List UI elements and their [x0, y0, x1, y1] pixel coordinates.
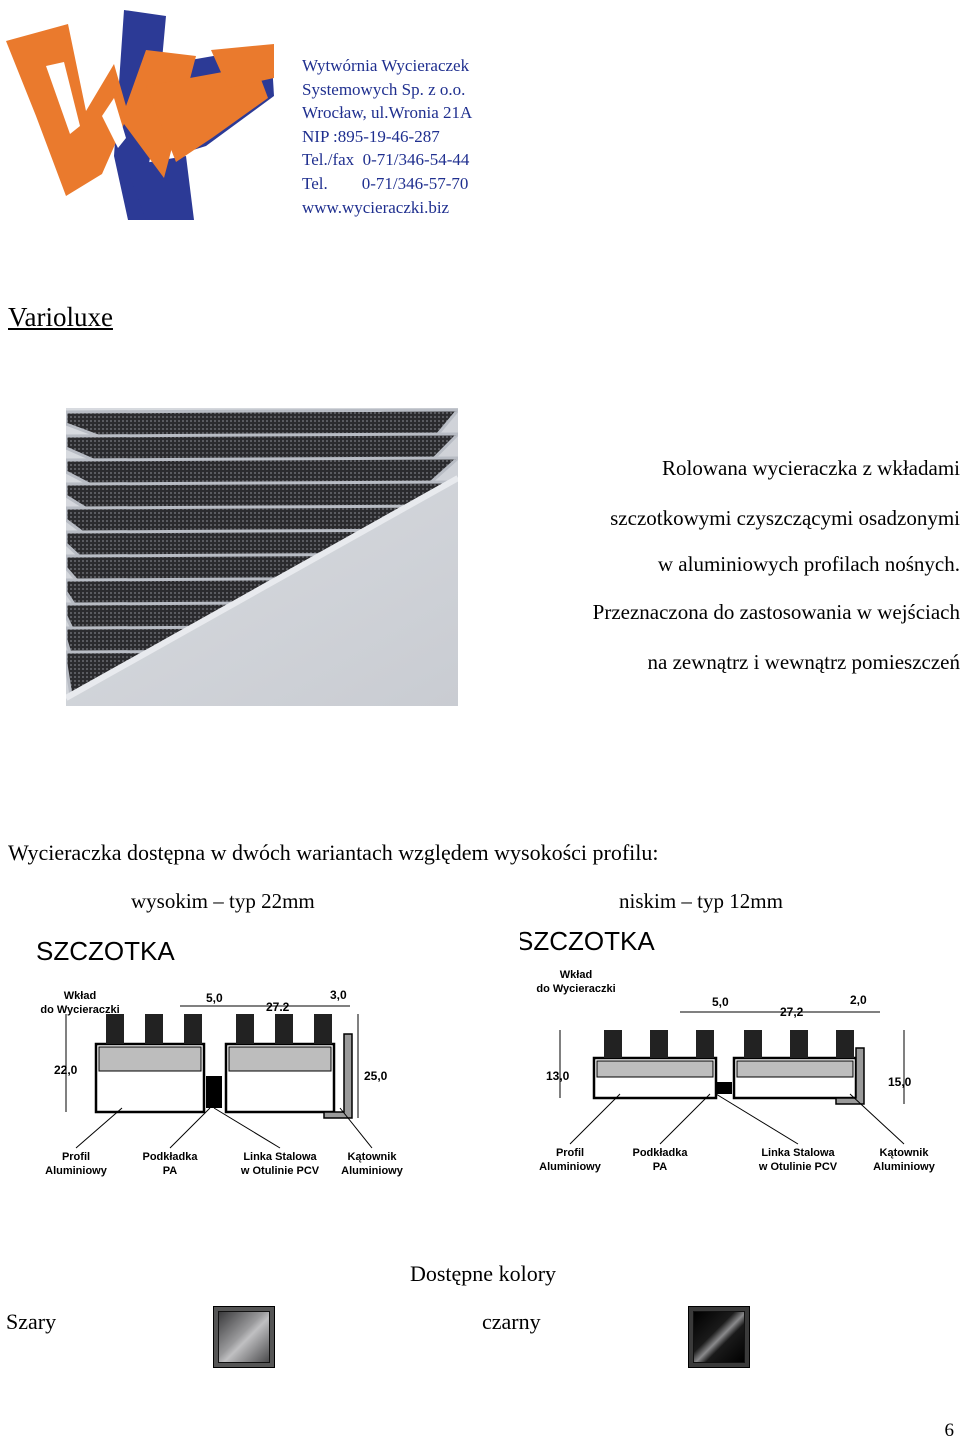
diagram-heading: SZCZOTKA — [36, 936, 175, 966]
dimension-height-left: 13,0 — [546, 1069, 570, 1083]
angle-profile — [835, 1047, 865, 1105]
part-label: Profil — [62, 1151, 90, 1163]
brush-tuft — [314, 1014, 332, 1044]
cable-block — [716, 1082, 732, 1094]
brush-tuft — [650, 1030, 668, 1058]
description-line: w aluminiowych profilach nośnych. — [657, 552, 960, 576]
product-title: Varioluxe — [8, 302, 113, 332]
mat-edge-profile — [66, 475, 458, 701]
variant-low-label: niskim – typ 12mm — [619, 889, 783, 913]
insert-base — [228, 1046, 332, 1072]
part-label: Kątownik — [880, 1147, 930, 1159]
dimension-edge: 2,0 — [850, 993, 867, 1007]
leader-line — [715, 1093, 799, 1145]
dimension-edge: 3,0 — [330, 988, 347, 1002]
company-address: Wytwórnia Wycieraczek Systemowych Sp. z … — [302, 54, 472, 219]
company-logo — [6, 10, 274, 220]
diagram-heading: SZCZOTKA — [520, 926, 655, 956]
part-label: w Otulinie PCV — [758, 1161, 838, 1173]
product-photo — [66, 408, 458, 706]
brush-tuft — [275, 1014, 293, 1044]
part-label: Linka Stalowa — [761, 1147, 835, 1159]
company-line: Wrocław, ul.Wronia 21A — [302, 103, 473, 123]
variants-intro: Wycieraczka dostępna w dwóch wariantach … — [8, 840, 659, 865]
insert-label: do Wycieraczki — [536, 983, 615, 995]
brush-tuft — [790, 1030, 808, 1058]
dimension-height-right: 15,0 — [888, 1075, 912, 1089]
color-black-swatch — [688, 1306, 750, 1368]
insert-base — [98, 1046, 202, 1072]
company-line: NIP :895-19-46-287 — [302, 126, 440, 146]
dimension-pitch: 27.2 — [266, 1000, 290, 1014]
brush-tuft — [184, 1014, 202, 1044]
mat-rails — [66, 408, 458, 706]
brush-tuft — [145, 1014, 163, 1044]
description-line: Przeznaczona do zastosowania w wejściach — [592, 600, 960, 624]
part-label: PA — [653, 1161, 668, 1173]
brush-tuft — [696, 1030, 714, 1058]
description-line: na zewnątrz i wewnątrz pomieszczeń — [647, 650, 960, 674]
page-number: 6 — [944, 1420, 955, 1441]
brush-tuft — [236, 1014, 254, 1044]
dimension-gap: 5,0 — [206, 991, 223, 1005]
part-label: Profil — [556, 1147, 584, 1159]
description-line: Rolowana wycieraczka z wkładami — [662, 456, 960, 480]
insert-base — [596, 1060, 714, 1078]
brush-tuft — [106, 1014, 124, 1044]
insert-base — [736, 1060, 854, 1078]
part-label: Kątownik — [348, 1151, 398, 1163]
leader-line — [849, 1093, 905, 1145]
insert-label: Wkład — [560, 969, 592, 981]
angle-profile — [323, 1033, 353, 1119]
company-website[interactable]: www.wycieraczki.biz — [302, 197, 450, 217]
leader-line — [659, 1093, 711, 1145]
part-label: PA — [163, 1165, 178, 1177]
part-label: Podkładka — [632, 1147, 688, 1159]
part-label: Aluminiowy — [539, 1161, 602, 1173]
insert-label: Wkład — [64, 990, 96, 1002]
leader-line — [213, 1107, 281, 1149]
insert-label: do Wycieraczki — [40, 1004, 119, 1016]
part-label: Aluminiowy — [45, 1165, 108, 1177]
part-label: Linka Stalowa — [243, 1151, 317, 1163]
cable-block — [206, 1076, 222, 1108]
leader-line — [169, 1107, 211, 1149]
company-line: Tel. 0-71/346-57-70 — [302, 173, 469, 193]
color-grey-label: Szary — [6, 1309, 57, 1334]
brush-tuft — [836, 1030, 854, 1058]
color-grey-swatch — [213, 1306, 275, 1368]
leader-line — [75, 1107, 123, 1149]
company-line: Tel./fax 0-71/346-54-44 — [302, 150, 470, 170]
leader-line — [339, 1107, 373, 1149]
part-label: w Otulinie PCV — [240, 1165, 320, 1177]
part-label: Podkładka — [142, 1151, 198, 1163]
part-label: Aluminiowy — [341, 1165, 404, 1177]
part-label: Aluminiowy — [873, 1161, 936, 1173]
dimension-height-right: 25,0 — [364, 1069, 388, 1083]
color-black-label: czarny — [482, 1309, 541, 1334]
variant-high-label: wysokim – typ 22mm — [131, 889, 315, 913]
description-line: szczotkowymi czyszczącymi osadzonymi — [610, 506, 960, 530]
company-line: Wytwórnia Wycieraczek — [302, 56, 470, 75]
brush-tuft — [604, 1030, 622, 1058]
leader-line — [569, 1093, 621, 1145]
colors-heading: Dostępne kolory — [409, 1261, 557, 1286]
brush-tuft — [744, 1030, 762, 1058]
dimension-gap: 5,0 — [712, 995, 729, 1009]
company-line: Systemowych Sp. z o.o. — [302, 79, 466, 99]
